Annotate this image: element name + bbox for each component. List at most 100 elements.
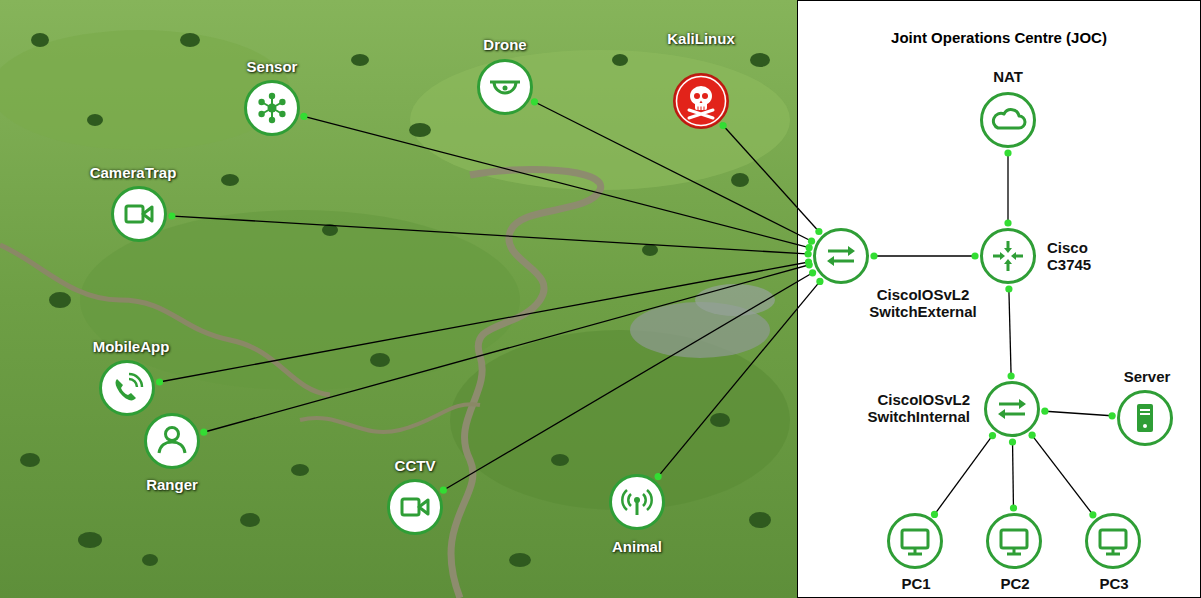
- icon-part: [116, 379, 137, 400]
- device-node: CiscoIOSvL2 SwitchInternal: [983, 380, 1041, 438]
- icon-part: [101, 362, 154, 415]
- icon-part: [636, 502, 639, 515]
- stream: [300, 404, 480, 432]
- network-link: [1042, 411, 1115, 416]
- icon-part: [1007, 548, 1021, 554]
- device-node: PC3: [1084, 512, 1142, 570]
- port-dot: [1010, 504, 1017, 511]
- device-node: PC2: [985, 512, 1043, 570]
- icon-part: [494, 82, 516, 93]
- network-link: [169, 216, 811, 254]
- icon-part: [982, 230, 1035, 283]
- device-node: KaliLinux: [672, 72, 730, 130]
- bushes: [20, 33, 771, 567]
- device-label: PC1: [901, 575, 930, 592]
- bush: [240, 513, 260, 527]
- device-node: NAT: [979, 91, 1037, 149]
- network-link: [441, 271, 815, 492]
- bush: [78, 532, 102, 548]
- operations-centre-panel: Joint Operations Centre (JOC)NATCisco C3…: [797, 0, 1201, 598]
- port-dot: [1109, 412, 1116, 419]
- icon-part: [827, 246, 855, 266]
- river: [0, 245, 330, 395]
- device-node: MobileApp: [98, 359, 156, 417]
- network-link: [1013, 439, 1014, 511]
- port-dot: [300, 113, 307, 120]
- bush: [291, 464, 309, 476]
- icon-part: [143, 207, 152, 221]
- port-dot: [1008, 372, 1015, 379]
- device-label: CiscoIOSvL2 SwitchExternal: [869, 286, 977, 320]
- network-link: [1009, 286, 1011, 379]
- device-label: KaliLinux: [667, 30, 735, 47]
- icon-part: [269, 93, 275, 99]
- icon-part: [1137, 404, 1153, 432]
- device-icon: [386, 478, 444, 536]
- port-dot: [440, 487, 447, 494]
- device-node: Drone: [476, 58, 534, 116]
- bush: [180, 33, 200, 47]
- bush: [142, 554, 158, 566]
- device-icon: [608, 473, 666, 531]
- device-node: Sensor: [243, 79, 301, 137]
- icon-part: [279, 111, 285, 117]
- device-icon: [243, 79, 301, 137]
- port-dot: [806, 244, 813, 251]
- port-dot: [200, 429, 207, 436]
- icon-part: [1140, 410, 1150, 414]
- icon-part: [982, 94, 1035, 147]
- icon-part: [159, 442, 185, 453]
- bush: [221, 174, 239, 186]
- device-icon: [1116, 389, 1174, 447]
- device-icon: [98, 359, 156, 417]
- icon-part: [815, 230, 868, 283]
- icon-part: [698, 107, 704, 111]
- bush: [409, 123, 431, 137]
- bush: [49, 292, 71, 308]
- device-icon: [979, 227, 1037, 285]
- icon-part: [988, 515, 1041, 568]
- icon-part: [419, 500, 428, 514]
- device-label: MobileApp: [93, 338, 170, 355]
- icon-part: [389, 481, 442, 534]
- device-icon: [143, 412, 201, 470]
- port-dot: [806, 261, 813, 268]
- icon-part: [993, 110, 1025, 128]
- marsh-water: [695, 284, 775, 316]
- device-icon: [110, 185, 168, 243]
- port-dot: [1005, 285, 1012, 292]
- device-label: PC3: [1099, 575, 1128, 592]
- icon-part: [986, 383, 1039, 436]
- device-icon: [812, 227, 870, 285]
- port-dot: [805, 250, 812, 257]
- device-label: Animal: [612, 538, 662, 555]
- device-node: PC1: [886, 512, 944, 570]
- network-link: [1007, 150, 1008, 226]
- icon-part: [1001, 530, 1027, 548]
- device-node: CiscoIOSvL2 SwitchExternal: [812, 227, 870, 285]
- icon-part: [1119, 392, 1172, 445]
- icon-part: [402, 499, 419, 515]
- port-dot: [1029, 432, 1036, 439]
- device-node: Animal: [608, 473, 666, 531]
- joc-panel-ground: [797, 0, 1201, 598]
- device-icon: [979, 91, 1037, 149]
- icon-part: [889, 515, 942, 568]
- network-link: [201, 264, 812, 433]
- device-icon: [985, 512, 1043, 570]
- bush: [370, 353, 390, 367]
- network-link: [157, 262, 812, 383]
- bush: [20, 453, 40, 467]
- icon-part: [1143, 424, 1147, 428]
- bush: [642, 244, 658, 256]
- device-label: Drone: [483, 36, 526, 53]
- icon-part: [1000, 248, 1016, 264]
- icon-part: [258, 111, 264, 117]
- port-dot: [815, 228, 822, 235]
- port-dot: [531, 98, 538, 105]
- icon-part: [126, 206, 143, 222]
- icon-part: [677, 77, 726, 126]
- icon-part: [993, 241, 1023, 271]
